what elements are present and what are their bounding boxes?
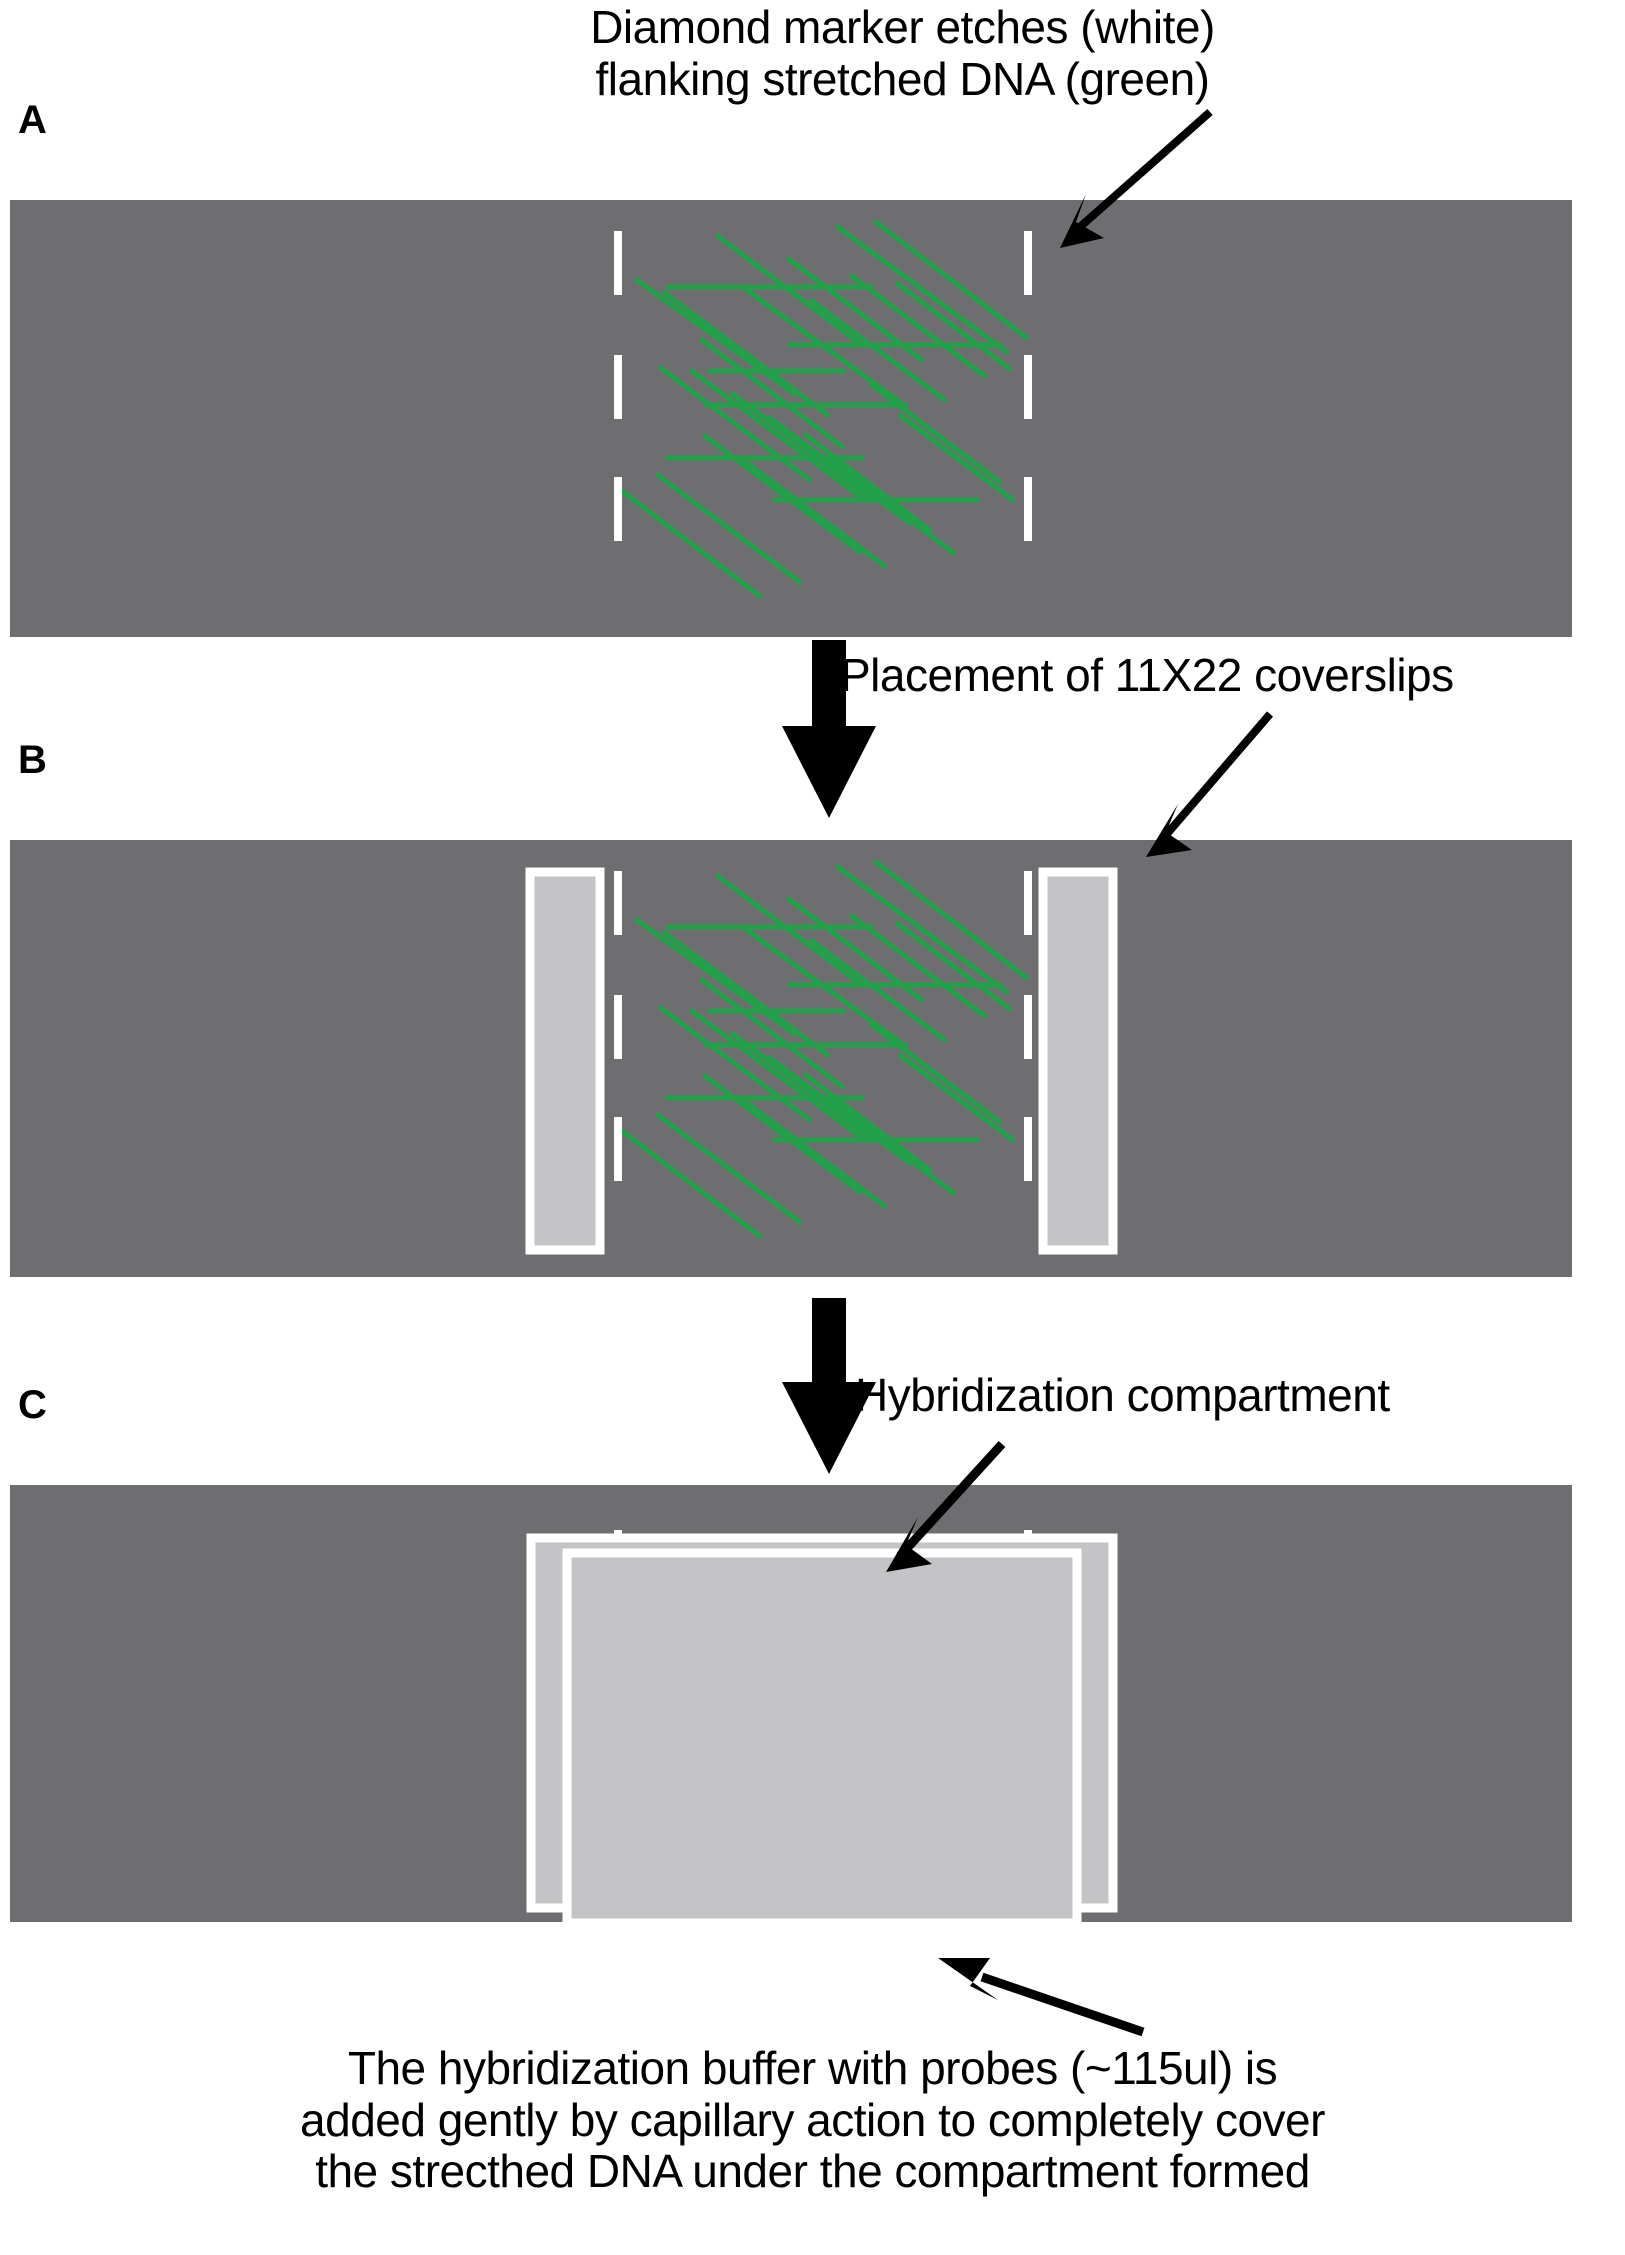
etch-mark-left-3 bbox=[614, 477, 622, 541]
etch-mark-left-1 bbox=[614, 871, 622, 935]
etch-mark-right-2 bbox=[1024, 355, 1032, 419]
panel-label-b: B bbox=[18, 738, 47, 782]
step-label-coverslip-placement: Placement of 11X22 coverslips bbox=[840, 649, 1454, 701]
dna-strands-a bbox=[618, 219, 1030, 599]
dna-strands-b bbox=[618, 859, 1030, 1239]
bottom-caption-line-2: added gently by capillary action to comp… bbox=[300, 2093, 1325, 2146]
slide-background-b bbox=[10, 840, 1572, 1277]
hybridization-compartment bbox=[562, 1548, 1082, 1928]
figure-title-line-2: flanking stretched DNA (green) bbox=[595, 52, 1210, 105]
etch-marks-a bbox=[614, 231, 1032, 541]
bottom-caption-line-3: the strecthed DNA under the compartment … bbox=[315, 2145, 1310, 2198]
panel-c-group bbox=[10, 1440, 1572, 2037]
flow-arrow-b-to-c bbox=[782, 1298, 876, 1474]
etch-mark-right-1 bbox=[1024, 231, 1032, 295]
panel-label-c: C bbox=[18, 1383, 47, 1427]
figure-title-line-1: Diamond marker etches (white) bbox=[590, 1, 1215, 53]
figure-title: Diamond marker etches (white) flanking s… bbox=[0, 1, 1625, 105]
coverslip-left bbox=[525, 867, 605, 1255]
etch-mark-right-3 bbox=[1024, 477, 1032, 541]
etch-marks-b bbox=[614, 871, 1032, 1181]
compartment-callout-arrow bbox=[886, 1440, 1006, 1572]
etch-mark-left-2 bbox=[614, 355, 622, 419]
coverslip-right bbox=[1038, 867, 1118, 1255]
panel-label-a: A bbox=[18, 98, 47, 142]
etch-mark-left-3 bbox=[614, 1117, 622, 1181]
etch-mark-left-2 bbox=[614, 995, 622, 1059]
bottom-caption-line-1: The hybridization buffer with probes (~1… bbox=[347, 2042, 1278, 2094]
etch-callout-arrow bbox=[1060, 109, 1213, 248]
slide-background-a bbox=[10, 200, 1572, 637]
buffer-callout-arrow bbox=[938, 1958, 1145, 2037]
etch-mark-right-2 bbox=[1024, 995, 1032, 1059]
flow-arrow-a-to-b bbox=[782, 640, 876, 818]
coverslip-callout-arrow bbox=[1146, 711, 1274, 857]
panel-a-group bbox=[10, 109, 1572, 637]
figure-bottom-caption: The hybridization buffer with probes (~1… bbox=[0, 2042, 1625, 2198]
etch-mark-right-3 bbox=[1024, 1117, 1032, 1181]
panel-b-group bbox=[10, 711, 1572, 1277]
step-label-hybridization-compartment: Hybridization compartment bbox=[855, 1369, 1390, 1421]
etch-mark-left-1 bbox=[614, 231, 622, 295]
etch-mark-right-1 bbox=[1024, 871, 1032, 935]
